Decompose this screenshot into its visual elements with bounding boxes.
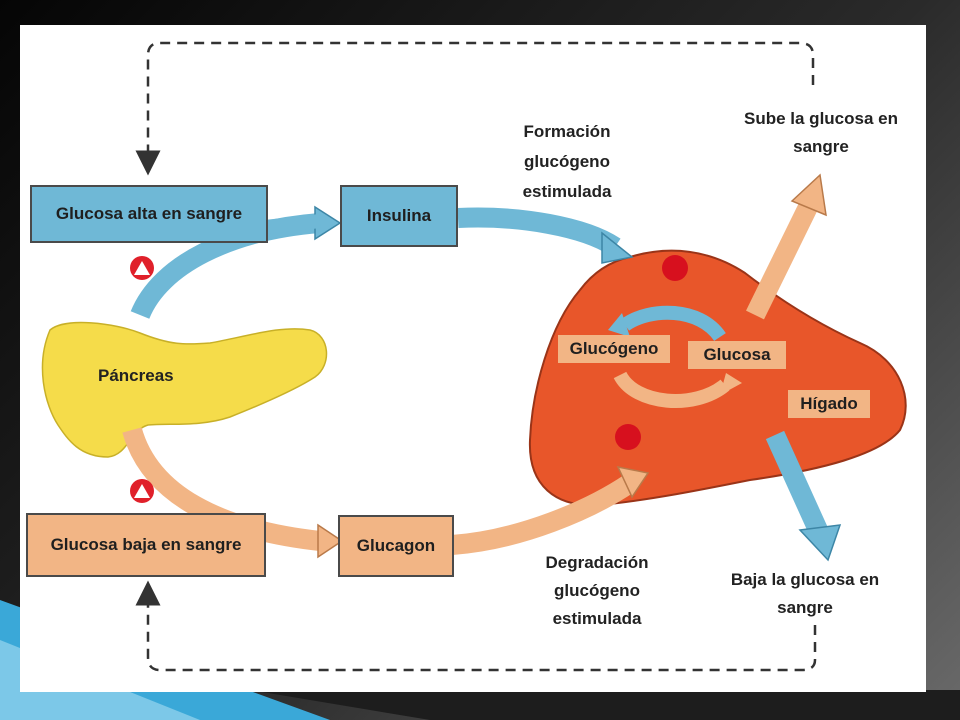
feedback-arrows	[135, 41, 817, 672]
glucosa-baja-label: Glucosa baja en sangre	[50, 535, 242, 554]
liver-marker-top	[662, 255, 688, 281]
cycle-arrow-peach	[613, 371, 730, 408]
diagram-panel: Glucosa alta en sangre Insulina Glucosa …	[20, 25, 926, 692]
stimulus-marker-top	[130, 256, 154, 280]
glucose-regulation-diagram	[41, 41, 907, 672]
arrow-glucagon-higado	[451, 474, 636, 555]
arrowhead-glucagon	[317, 523, 344, 559]
arrow-baja	[765, 430, 828, 535]
sube-label: Sube la glucosa en sangre	[744, 109, 898, 156]
insulina-box: Insulina	[340, 185, 458, 247]
liver-shape	[528, 249, 907, 507]
arrow-sube	[746, 198, 819, 320]
glucosa-baja-box: Glucosa baja en sangre	[26, 513, 266, 577]
liver-marker-bottom	[615, 424, 641, 450]
arrowhead-sube	[790, 173, 827, 217]
insulina-label: Insulina	[366, 206, 432, 225]
top-feedback-line	[135, 41, 815, 176]
glucosa-alta-label: Glucosa alta en sangre	[55, 204, 243, 223]
glucogeno-tag: Glucógeno	[558, 335, 670, 363]
bottom-feedback-line	[135, 580, 817, 672]
arrow-alta-insulina	[264, 214, 321, 234]
arrow-insulina-higado	[457, 207, 621, 256]
glucosa-alta-box: Glucosa alta en sangre	[30, 185, 268, 243]
arrowhead-higado-top	[601, 231, 634, 264]
glucagon-label: Glucagon	[356, 536, 436, 555]
arrowhead-baja	[798, 524, 842, 562]
glucosa-tag: Glucosa	[688, 341, 786, 369]
higado-tag: Hígado	[788, 390, 870, 418]
pancreas-shape	[41, 321, 328, 458]
degradacion-label: Degradación glucógeno estimulada	[545, 553, 649, 628]
arrowhead-higado-bottom	[616, 465, 650, 499]
cycle-arrow-blue	[620, 305, 726, 342]
glucagon-box: Glucagon	[338, 515, 454, 577]
baja-label: Baja la glucosa en sangre	[730, 570, 880, 617]
stimulus-marker-bottom	[130, 479, 154, 503]
formacion-label: Formación glucógeno estimulada	[522, 122, 612, 201]
pancreas-label: Páncreas	[98, 366, 174, 385]
arrow-pancreas-glucagon	[122, 427, 322, 551]
